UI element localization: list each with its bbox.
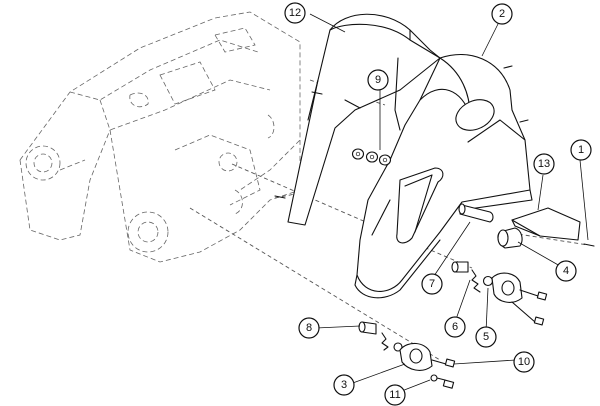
callout-6-label: 6 <box>452 321 458 333</box>
part-5-ball <box>482 275 494 287</box>
part-8-bushing <box>358 321 403 352</box>
frame-bushing-lower <box>127 211 169 253</box>
callout-6: 6 <box>444 316 466 338</box>
callout-8: 8 <box>298 317 320 339</box>
part-11-bolt <box>430 374 446 382</box>
callout-3-label: 3 <box>341 379 347 391</box>
part-10-screw <box>442 379 455 389</box>
part-6-spring <box>471 269 481 293</box>
frame-phantom-outline <box>19 11 301 263</box>
part-7-pin <box>458 203 494 223</box>
callout-9: 9 <box>367 69 389 91</box>
part-detent-plate-upper <box>491 272 548 326</box>
part-3-detent-plate <box>399 342 456 371</box>
part-bushing <box>451 261 469 273</box>
callout-5-label: 5 <box>483 331 489 343</box>
callout-10-label: 10 <box>518 356 530 368</box>
part-13-bracket <box>511 207 581 241</box>
part-2-main-arm <box>354 54 533 299</box>
part-9-washers <box>351 148 392 166</box>
callout-7: 7 <box>421 273 443 295</box>
callout-13-label: 13 <box>538 158 550 170</box>
callout-5: 5 <box>475 326 497 348</box>
callout-2-label: 2 <box>499 8 505 20</box>
callout-7-label: 7 <box>429 278 435 290</box>
callout-2: 2 <box>491 3 513 25</box>
misc-screws <box>274 65 595 247</box>
part-4-knob <box>497 227 523 249</box>
leader-lines <box>309 13 589 395</box>
callout-11-label: 11 <box>389 389 400 401</box>
callout-1-label: 1 <box>578 144 584 156</box>
callout-4-label: 4 <box>563 265 569 277</box>
callout-12-label: 12 <box>289 7 301 19</box>
callout-11: 11 <box>384 384 406 406</box>
frame-bushing-mid <box>218 152 238 172</box>
callout-9-label: 9 <box>375 74 381 86</box>
callout-8-label: 8 <box>306 322 312 334</box>
callout-4: 4 <box>555 260 577 282</box>
callout-13: 13 <box>533 153 555 175</box>
callout-10: 10 <box>513 351 535 373</box>
callout-12: 12 <box>284 2 306 24</box>
frame-bushing-left <box>25 145 61 181</box>
callout-1: 1 <box>570 139 592 161</box>
callout-3: 3 <box>333 374 355 396</box>
